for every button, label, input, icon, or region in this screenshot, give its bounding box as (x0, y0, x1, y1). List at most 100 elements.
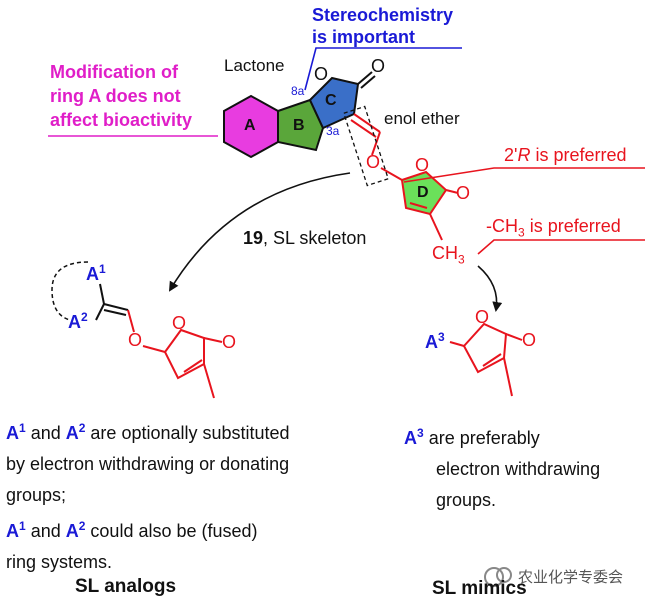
ring-c (308, 76, 360, 130)
analog-description: A1 and A2 are optionally substituted by … (6, 413, 290, 578)
skeleton-rest: , SL skeleton (263, 228, 367, 248)
analog-desc-line-4: A1 and A2 could also be (fused) (6, 511, 290, 547)
analog-desc-a1: A (6, 423, 19, 443)
ch3-pref-rest: is preferred (524, 216, 621, 236)
enol-ether-dashed-box (342, 105, 390, 187)
analog-a1-to-carbon (99, 283, 105, 305)
stereo-pointer-line (304, 47, 462, 91)
analog-dashed-arc (51, 261, 89, 321)
lactone-carbonyl-bond-2 (360, 75, 376, 89)
analog-methyl (203, 363, 215, 399)
analog-a2-label: A2 (68, 310, 88, 333)
stereo-label: Stereochemistry is important (312, 4, 453, 48)
mimic-butenolide-ring (462, 322, 508, 374)
mimic-a3-bond (449, 341, 465, 347)
analog-carbonyl-oxygen: O (222, 332, 237, 352)
ch3-group-label: CH3 (432, 243, 465, 267)
analog-desc-line-5: ring systems. (6, 552, 113, 572)
sl-mimics-caption: SL mimics (432, 578, 527, 599)
ch3-label-sub: 3 (458, 252, 465, 267)
arrow-to-mimics (477, 265, 503, 312)
lactone-ring-oxygen: O (314, 64, 329, 84)
two-r-rest: is preferred (530, 145, 627, 165)
analog-desc-line-2: by electron withdrawing or donating (6, 454, 290, 474)
ch3-pref-sub: 3 (518, 225, 525, 240)
lactone-carbonyl-bond (357, 71, 373, 85)
ring-d-label: D (417, 184, 429, 201)
mimic-a3: A (425, 332, 438, 352)
stereo-line-2: is important (312, 27, 416, 47)
moda-line-2: ring A does not (50, 86, 181, 106)
sl-analogs-caption: SL analogs (75, 576, 177, 597)
analog-o-to-ring (142, 345, 166, 353)
enol-double-bond-2 (350, 119, 377, 138)
moda-label: Modification of ring A does not affect b… (50, 60, 192, 132)
mimic-a3-sup: 3 (438, 330, 445, 344)
mimic-description: A3 are preferably electron withdrawing g… (404, 418, 600, 516)
ch3-preferred-label: -CH3 is preferred (486, 216, 621, 240)
enol-to-oxygen-bond (371, 131, 381, 156)
two-r-prefix: 2' (504, 145, 518, 165)
analog-a1-label: A1 (86, 262, 106, 285)
analog-ring-double-bond (183, 359, 203, 373)
mimic-desc-rest: are preferably (423, 428, 540, 448)
mimic-desc-line-2: electron withdrawing (436, 459, 601, 479)
oxygen-to-ring-d-bond (380, 167, 403, 181)
analog-desc-a2b: A (65, 521, 79, 541)
analog-desc-rest: are optionally substituted (85, 423, 290, 443)
position-3a: 3a (326, 124, 340, 138)
ring-d-carbonyl-oxygen: O (456, 183, 471, 203)
watermark-text: 农业化学专委会 (518, 568, 624, 586)
analog-desc-line-3: groups; (6, 485, 67, 505)
enol-ether-oxygen: O (366, 152, 381, 172)
analog-c-to-o (127, 309, 135, 333)
analog-a2: A (68, 312, 81, 332)
ch3-pointer-line (477, 239, 645, 255)
ring-d-double-bond (409, 202, 428, 209)
ring-c-label: C (325, 92, 337, 109)
moda-line-3: affect bioactivity (50, 110, 193, 130)
analog-carbonyl (203, 337, 223, 343)
analog-a1-sup: 1 (99, 262, 106, 276)
mimic-carbonyl-oxygen: O (522, 330, 537, 350)
watermark-icon (484, 567, 512, 587)
arrow-to-analogs (168, 172, 351, 292)
mimic-ring-oxygen: O (475, 307, 490, 327)
ring-d-carbonyl-bond (445, 189, 459, 194)
analog-desc-and-b: and (25, 521, 66, 541)
mimic-a3-label: A3 (425, 330, 445, 353)
ring-d-oxygen: O (415, 155, 430, 175)
mimic-carbonyl (505, 333, 523, 341)
analog-desc-a1b-sup: 1 (19, 519, 26, 533)
ch3-label: CH (432, 243, 458, 263)
two-r-italic: R (517, 145, 531, 165)
methyl-bond (429, 213, 443, 241)
lactone-label: Lactone (224, 56, 285, 75)
analog-ether-oxygen: O (128, 330, 143, 350)
mimic-desc-a3-sup: 3 (417, 426, 424, 440)
skeleton-number: 19 (243, 228, 264, 248)
analog-double-bond-2 (103, 309, 127, 316)
analog-ring-oxygen: O (172, 313, 187, 333)
ring-b-label: B (293, 117, 305, 134)
lactone-carbonyl-oxygen: O (371, 56, 386, 76)
mimic-desc-line-3: groups. (436, 490, 497, 510)
analog-desc-a2-sup: 2 (78, 421, 86, 435)
analog-double-bond (103, 303, 129, 311)
moda-line-1: Modification of (50, 62, 178, 82)
analog-desc-line-1: A1 and A2 are optionally substituted (6, 413, 290, 449)
ch3-pref-prefix: -CH (486, 216, 518, 236)
sl-skeleton-label: 19, SL skeleton (243, 228, 366, 249)
ring-a-label: A (244, 117, 256, 134)
two-r-pointer-line (403, 167, 645, 183)
analog-desc-a2b-sup: 2 (78, 519, 86, 533)
enol-double-bond (353, 113, 381, 133)
analog-a2-sup: 2 (81, 310, 88, 324)
analog-a2-to-carbon (95, 303, 105, 321)
analog-desc-a1b: A (6, 521, 19, 541)
analog-desc-rest-b: could also be (fused) (85, 521, 258, 541)
stereo-line-1: Stereochemistry (312, 5, 454, 25)
analog-a1: A (86, 264, 99, 284)
analog-butenolide-ring (163, 328, 205, 380)
